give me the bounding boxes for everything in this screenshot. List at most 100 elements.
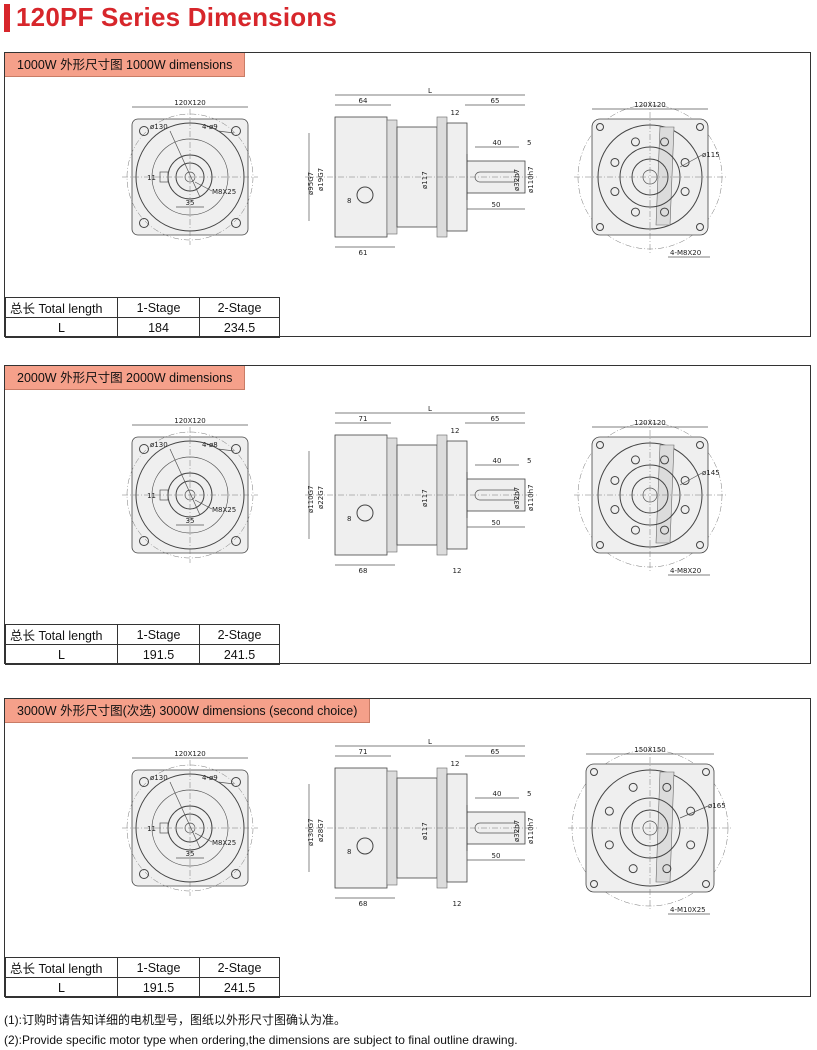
pcd-label: ø145 [702,469,720,477]
key-slot [159,171,169,183]
page-title: 120PF Series Dimensions [16,2,338,32]
body-dia-label: ø117 [421,822,429,840]
mount-hole [231,444,241,454]
pilot-dia-label: ø130G7 [307,818,315,846]
shaft-label: 11 [147,174,156,182]
table-col-header: 总长 Total length [5,957,118,978]
bottom-thickness-label: 12 [453,900,462,908]
rear-holes-label: 4-M8X20 [670,249,701,257]
corner-hole [590,880,598,888]
bolt-hole [680,187,690,197]
bolt-hole [660,525,670,535]
stage2-label: 2-Stage [199,297,280,318]
leader-line [169,448,201,516]
leader-line [194,832,213,843]
rear-square-label: 120X120 [634,101,666,109]
circle-dim-label: ø130 [150,774,168,782]
small-dim-label: 8 [347,848,351,856]
circle-dim-label: ø130 [150,441,168,449]
spigot-dia-label: ø110h7 [527,817,535,844]
row-label: L [5,317,118,338]
small-dim-label: 8 [347,197,351,205]
rear-square-label: 150X150 [634,746,666,754]
square-dim-label: 120X120 [174,99,206,107]
pilot-dia-label: ø95G7 [307,172,315,195]
bolt-hole [628,864,638,874]
footnotes: (1):订购时请告知详细的电机型号，图纸以外形尺寸图确认为准。 (2):Prov… [4,1010,518,1050]
leader-line [679,154,703,168]
bore-dia-label: ø22G7 [317,486,325,509]
key-offset-label: 5 [527,790,531,798]
length-label: L [428,87,432,95]
leader-line [679,805,709,819]
table-col-header: 总长 Total length [5,297,118,318]
holes-label: 4-ø9 [202,774,218,782]
bore-dia-label: ø28G7 [317,819,325,842]
key-length-label: 40 [493,139,502,147]
bolt-hole [680,157,690,167]
key-offset-label: 5 [527,139,531,147]
thread-label: M8X25 [212,506,236,514]
corner-hole [590,768,598,776]
title-accent-bar [4,4,10,32]
leader-line [169,130,201,198]
output-length-label: 65 [491,748,500,756]
flange-length-label: 71 [359,415,368,423]
corner-hole [596,441,604,449]
mount-hole [139,218,149,228]
pilot-dia-label: ø110G7 [307,485,315,513]
leader-line [169,781,201,849]
section-header: 3000W 外形尺寸图(次选) 3000W dimensions (second… [5,699,371,723]
corner-hole [596,123,604,131]
bolt-hole [686,840,696,850]
section-2000w: 2000W 外形尺寸图 2000W dimensions 120X120 ø130… [4,365,811,665]
spigot-dia-label: ø110h7 [527,484,535,511]
mount-hole [139,869,149,879]
mount-hole [139,536,149,546]
leader-line [194,499,213,510]
bolt-hole [604,840,614,850]
output-length-label: 65 [491,415,500,423]
table-col-header: 总长 Total length [5,624,118,645]
corner-hole [596,223,604,231]
shaft-label: 11 [147,825,156,833]
stage2-value: 234.5 [199,317,280,338]
corner-hole [696,223,704,231]
total-length-table: 总长 Total length 1-Stage 2-Stage L 191.5 … [5,624,280,665]
total-length-table: 总长 Total length 1-Stage 2-Stage L 191.5 … [5,957,280,998]
length-label: L [428,738,432,746]
rear-holes-label: 4-M8X20 [670,567,701,575]
key-slot [159,489,169,501]
key-slot [159,822,169,834]
rear-square-label: 120X120 [634,419,666,427]
mount-hole [231,869,241,879]
row-label: L [5,644,118,665]
corner-hole [696,123,704,131]
flange-thickness-label: 12 [451,760,460,768]
bolt-hole [660,207,670,217]
section-header: 2000W 外形尺寸图 2000W dimensions [5,366,246,390]
stage1-value: 184 [117,317,200,338]
stage1-value: 191.5 [117,644,200,665]
mount-hole [139,777,149,787]
bolt-hole [630,525,640,535]
stage1-label: 1-Stage [117,624,200,645]
access-hole [356,504,374,522]
stage2-value: 241.5 [199,644,280,665]
bolt-hole [660,455,670,465]
corner-hole [696,541,704,549]
section-3000w: 3000W 外形尺寸图(次选) 3000W dimensions (second… [4,698,811,998]
shaft-length-label: 50 [492,201,501,209]
pcd-label: ø165 [708,802,726,810]
holes-label: 4-ø8 [202,441,218,449]
pcd-label: ø115 [702,151,720,159]
pcd-circle [126,113,254,241]
pcd-circle [126,764,254,892]
